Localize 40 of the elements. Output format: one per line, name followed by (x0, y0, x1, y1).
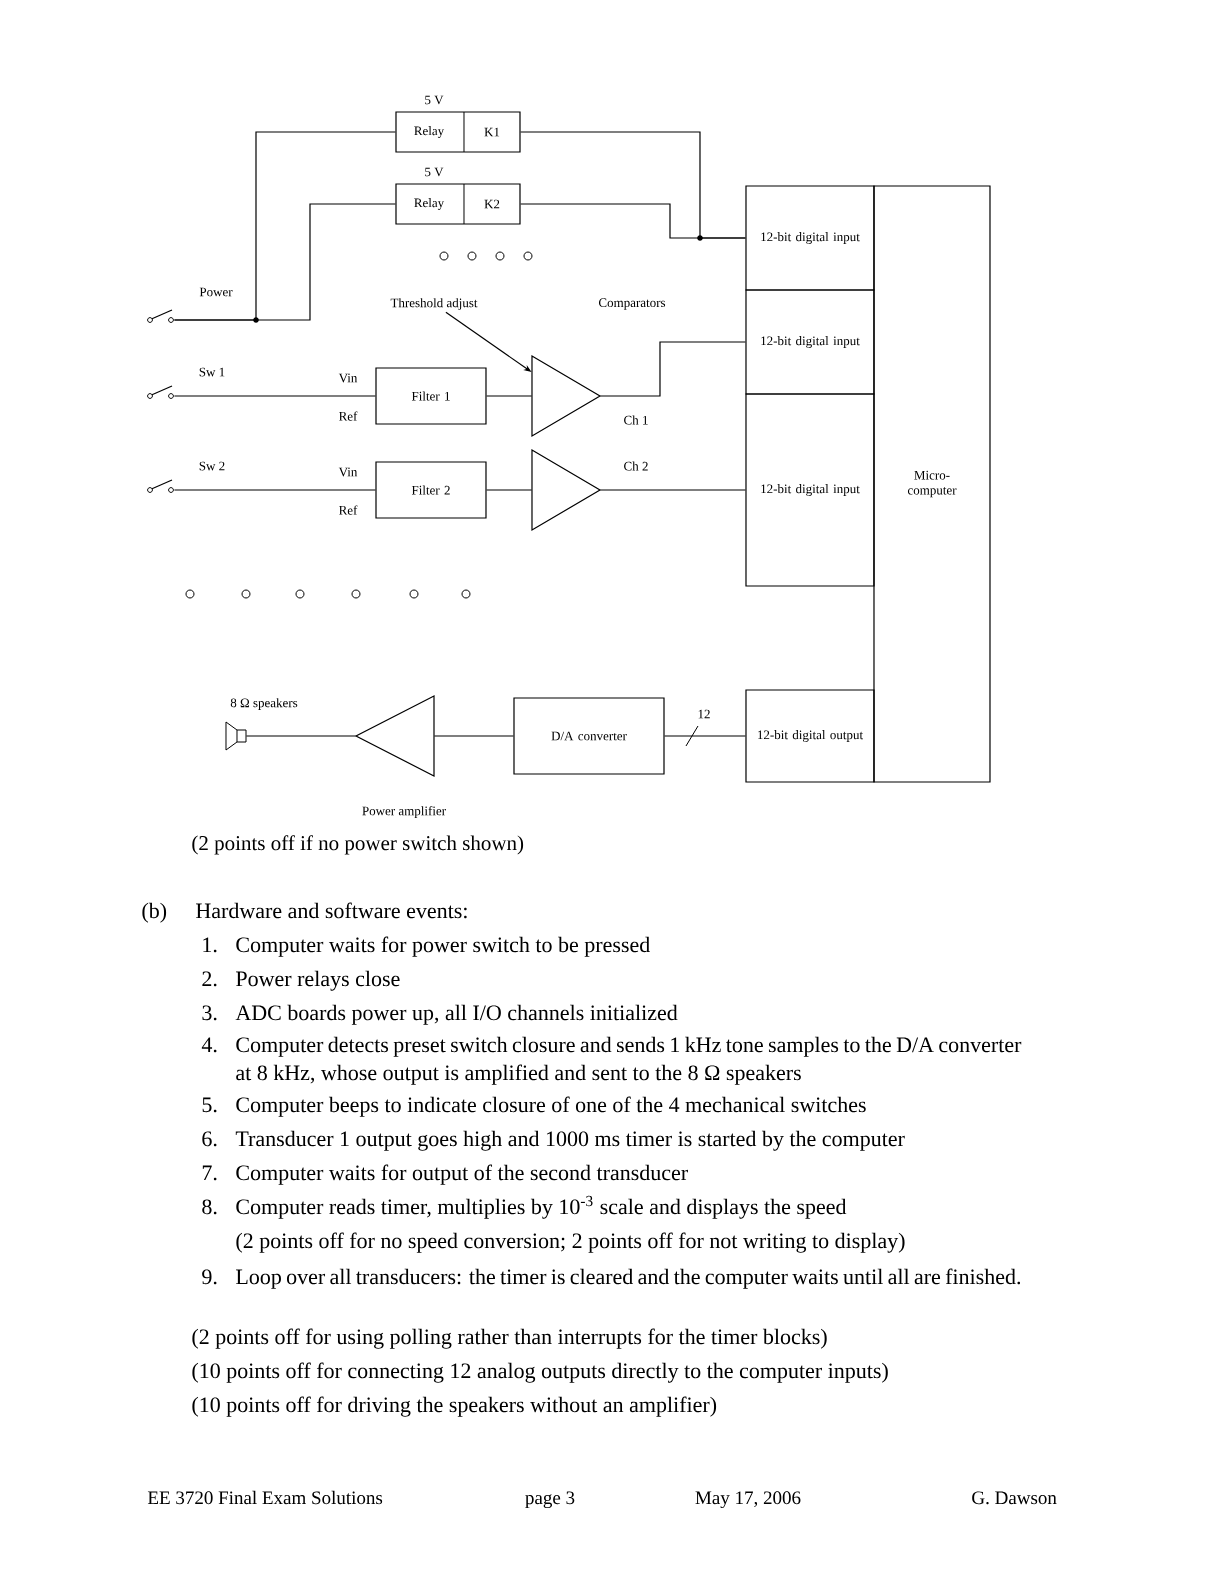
wire (599, 489, 746, 491)
wire (520, 203, 746, 239)
item-text: Loop over all transducers: the timer is cleared and the computer waits until all are finished. (236, 1268, 1021, 1289)
item-text: Computer reads timer, multiplies by 10$^{-3}$ scale and displays the speed (236, 1195, 847, 1219)
wire (245, 735, 357, 737)
item-text: Computer waits for output of the second transducer (236, 1164, 688, 1185)
item-number: 2. (202, 971, 217, 987)
wire (664, 735, 746, 737)
note-text: (2 points off for no speed conversion; 2 points off for not writing to display) (236, 1232, 905, 1253)
wire (599, 341, 746, 397)
page-number: page 3 (525, 1491, 575, 1509)
wire (173, 395, 376, 397)
wire (173, 489, 376, 491)
item-number: 4. (201, 1037, 217, 1053)
item-number: 6. (202, 1131, 217, 1147)
footer-text: EE 3720 Final Exam Solutions (147, 1490, 383, 1505)
date-text: May 17, 2006 (695, 1491, 801, 1509)
wire (433, 735, 514, 737)
item-number: 7. (202, 1165, 217, 1181)
note-text: (2 points off for using polling rather than interrupts for the timer blocks) (192, 1328, 827, 1349)
heading-text: Hardware and software events: (196, 902, 467, 919)
note-text: (10 points off for driving the speakers without an amplifier) (192, 1396, 717, 1417)
note-text: (2 points off if no power switch shown) (192, 835, 524, 855)
item-number: 8. (202, 1199, 217, 1215)
note-text: (10 points off for connecting 12 analog outputs directly to the computer inputs) (192, 1362, 888, 1383)
wire (486, 395, 533, 397)
list-marker: (b) (142, 902, 167, 923)
item-text: Computer waits for power switch to be pressed (236, 936, 650, 957)
item-number: 5. (202, 1097, 217, 1113)
item-text: Power relays close (236, 970, 400, 991)
item-text: Computer beeps to indicate closure of one of the 4 mechanical switches (236, 1096, 866, 1117)
item-number: 3. (202, 1005, 217, 1021)
item-text: ADC boards power up, all I/O channels initialized (235, 1004, 678, 1025)
item-number: 9. (202, 1269, 217, 1285)
item-text: Transducer 1 output goes high and 1000 ms timer is started by the computer (235, 1130, 905, 1151)
wire (486, 489, 533, 491)
wire (173, 203, 396, 321)
item-number: 1. (203, 937, 217, 953)
author-name: G. Dawson (972, 1491, 1057, 1505)
item-text: Computer detects preset switch closure and sends 1 kHz tone samples to the D/A converter at 8 kHz, whose output is amplified and sent to the 8 Ω speakers (236, 1036, 1022, 1085)
